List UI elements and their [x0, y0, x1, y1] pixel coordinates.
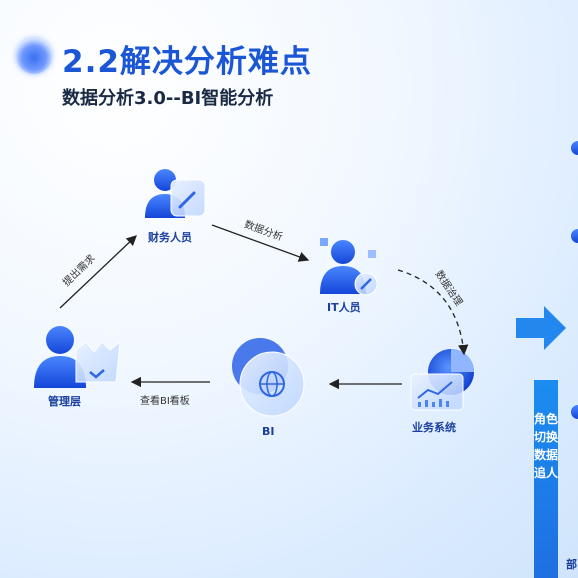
node-label-finance: 财务人员	[148, 231, 192, 244]
side-vertical-banner: 角色切换数据追人	[534, 380, 558, 578]
side-vertical-text: 角色切换数据追人	[534, 412, 559, 480]
side-partial-text: 部	[566, 558, 577, 571]
manager-person-icon	[34, 326, 121, 388]
right-arrow-icon	[516, 306, 566, 350]
node-label-bi: BI	[262, 425, 275, 438]
edge-governance-arrow	[397, 269, 469, 356]
right-edge-person-icon-2	[571, 229, 578, 243]
node-label-business: 业务系统	[412, 421, 456, 434]
page-subtitle: 数据分析3.0--BI智能分析	[62, 88, 274, 109]
page-title: 2.2解决分析难点	[62, 44, 312, 80]
finance-person-icon	[145, 169, 206, 218]
business-system-icon	[410, 349, 474, 411]
it-person-icon	[320, 238, 378, 296]
node-label-it: IT人员	[327, 301, 361, 314]
right-edge-person-icon-3	[571, 405, 578, 419]
title-bullet-icon	[16, 38, 52, 74]
edge-analysis-arrow	[211, 224, 310, 262]
node-label-manager: 管理层	[48, 395, 81, 408]
right-edge-person-icon-1	[571, 141, 578, 155]
edge-label-view-bi: 查看BI看板	[140, 396, 190, 407]
bi-globe-icon	[232, 338, 305, 417]
edge-request-arrow	[59, 235, 137, 309]
